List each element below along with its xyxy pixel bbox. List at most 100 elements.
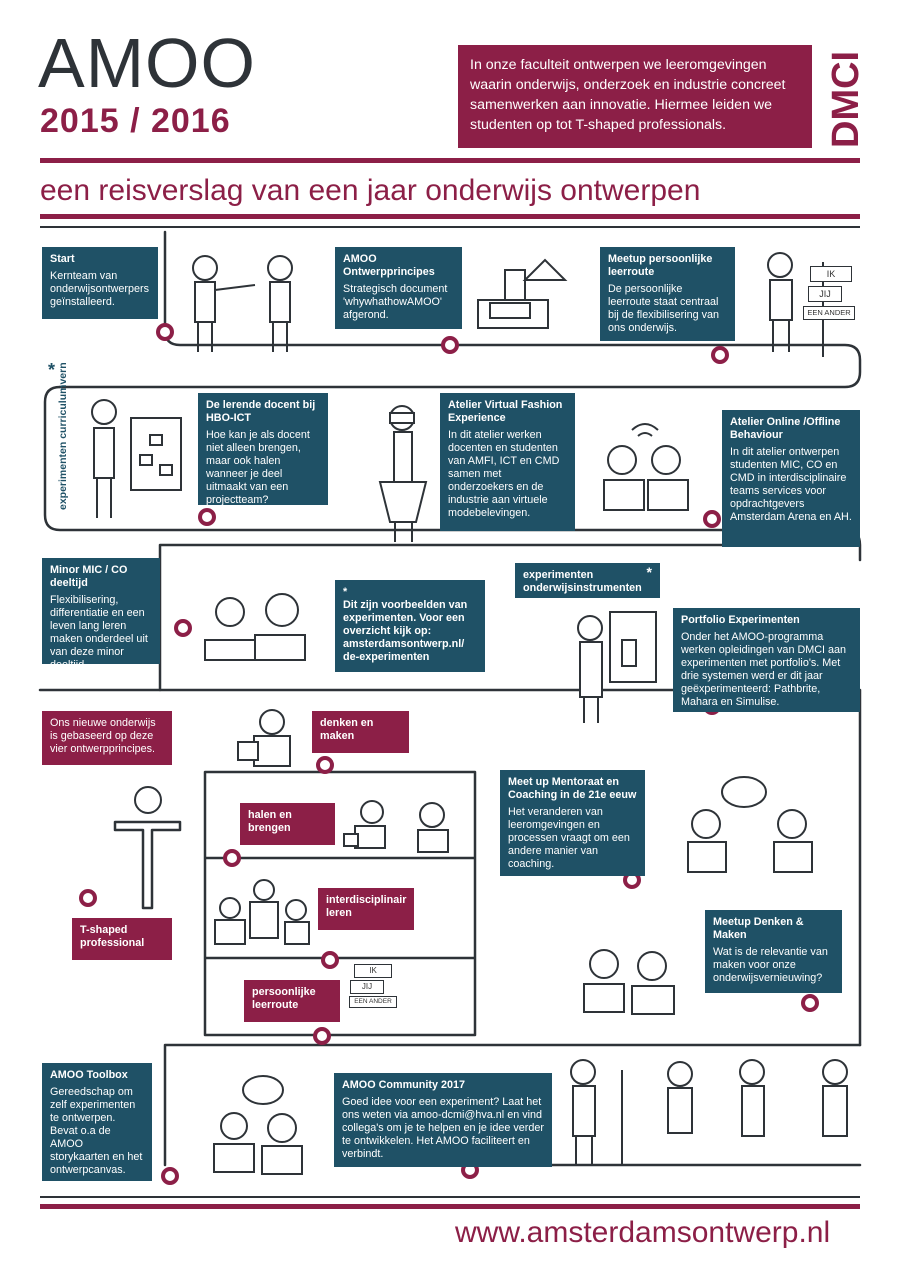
- header-rule: [40, 158, 860, 163]
- card-mentor-body: Het veranderen van leeromgevingen en pro…: [508, 806, 630, 870]
- figures-dm: [583, 949, 675, 1015]
- stop-tshaped: [79, 889, 97, 907]
- stop-dm: [801, 994, 819, 1012]
- card-principles-body: Strategisch document 'whywhathowAMOO' af…: [343, 283, 448, 321]
- card-tshaped: T-shaped professional: [72, 918, 172, 960]
- road-row-5: [163, 1043, 862, 1167]
- card-minor-heading: Minor MIC / CO deeltijd: [50, 564, 128, 589]
- figures-toolbox: [213, 1075, 303, 1175]
- card-halen: halen en brengen: [240, 803, 335, 845]
- card-inter-heading: interdisciplinair leren: [326, 894, 407, 919]
- card-minor-body: Flexibilisering, differentiatie en een l…: [50, 594, 148, 671]
- card-instr: experimenten onderwijsinstrumenten *: [515, 563, 660, 598]
- card-examples-heading: Dit zijn voorbeelden van experimenten. V…: [343, 599, 468, 663]
- signpost-ik-2: IK: [354, 964, 392, 978]
- card-instr-heading: experimenten onderwijsinstrumenten: [523, 569, 642, 594]
- card-instr-star: *: [646, 564, 652, 580]
- card-mentor: Meet up Mentoraat en Coaching in de 21e …: [500, 770, 645, 876]
- stop-minor: [174, 619, 192, 637]
- dmci-logo: DMCI: [825, 51, 867, 148]
- subtitle-rule: [40, 214, 860, 219]
- stop-toolbox: [161, 1167, 179, 1185]
- card-meetup-route-heading: Meetup persoonlijke leerroute: [608, 253, 713, 278]
- signpost-jij: JIJ: [808, 286, 842, 302]
- t-shape: [113, 820, 182, 910]
- figures-reading: [204, 593, 306, 661]
- stop-halen: [223, 849, 241, 867]
- page-title: AMOO: [38, 24, 256, 102]
- side-label-star: *: [48, 362, 55, 380]
- subtitle: een reisverslag van een jaar onderwijs o…: [40, 174, 701, 207]
- card-toolbox-body: Gereedschap om zelf experimenten te ontw…: [50, 1086, 143, 1176]
- card-fashion: Atelier Virtual Fashion Experience In di…: [440, 393, 575, 531]
- card-start: Start Kernteam van onderwijsontwerpers g…: [42, 247, 158, 319]
- figures-halen: [343, 800, 449, 853]
- stop-denken: [316, 756, 334, 774]
- figures-inter: [214, 879, 310, 945]
- card-mentor-heading: Meet up Mentoraat en Coaching in de 21e …: [508, 776, 637, 801]
- card-inter: interdisciplinair leren: [318, 888, 414, 930]
- subtitle-rule-thin: [40, 226, 860, 228]
- blocks-illustration: [477, 258, 568, 329]
- year-label: 2015 / 2016: [40, 102, 231, 140]
- card-leerroute-heading: persoonlijke leerroute: [252, 986, 316, 1011]
- card-examples-star: *: [343, 586, 348, 598]
- card-community: AMOO Community 2017 Goed idee voor een e…: [334, 1073, 552, 1167]
- card-online-body: In dit atelier ontwerpen studenten MIC, …: [730, 446, 852, 523]
- side-label-text: experimenten curriculumvernieuwing: [57, 362, 69, 510]
- card-meetup-route-body: De persoonlijke leerroute staat centraal…: [608, 283, 720, 334]
- card-principles: AMOO Ontwerpprincipes Strategisch docume…: [335, 247, 462, 329]
- card-community-body: Goed idee voor een experiment? Laat het …: [342, 1096, 544, 1160]
- figure-docent: [91, 399, 182, 518]
- card-toolbox-heading: AMOO Toolbox: [50, 1069, 128, 1081]
- stop-principles: [441, 336, 459, 354]
- figure-denken: [237, 709, 291, 767]
- stop-online: [703, 510, 721, 528]
- footer-url: www.amsterdamsontwerp.nl: [455, 1216, 831, 1249]
- card-portfolio-body: Onder het AMOO-programma werken opleidin…: [681, 631, 847, 708]
- footer-rule: [40, 1204, 860, 1209]
- figure-tshape-head: [134, 786, 162, 814]
- intro-text: In onze faculteit ontwerpen we leeromgev…: [458, 45, 812, 148]
- card-community-heading: AMOO Community 2017: [342, 1079, 465, 1091]
- stop-start: [156, 323, 174, 341]
- stop-leerroute: [313, 1027, 331, 1045]
- card-dm-body: Wat is de relevantie van maken voor onze…: [713, 946, 828, 984]
- stop-inter: [321, 951, 339, 969]
- card-docent-heading: De lerende docent bij HBO-ICT: [206, 399, 316, 424]
- card-docent: De lerende docent bij HBO-ICT Hoe kan je…: [198, 393, 328, 506]
- card-minor: Minor MIC / CO deeltijd Flexibilisering,…: [42, 558, 160, 671]
- figures-start: [192, 255, 293, 352]
- road-row-1: [58, 230, 862, 389]
- card-dm-heading: Meetup Denken & Maken: [713, 916, 804, 941]
- figures-community: [570, 1059, 848, 1166]
- card-portfolio: Portfolio Experimenten Onder het AMOO-pr…: [673, 608, 860, 712]
- card-halen-heading: halen en brengen: [248, 809, 292, 834]
- card-docent-body: Hoe kan je als docent niet alleen brenge…: [206, 429, 310, 506]
- card-portfolio-heading: Portfolio Experimenten: [681, 614, 800, 626]
- card-toolbox: AMOO Toolbox Gereedschap om zelf experim…: [42, 1063, 152, 1181]
- card-principles-heading: AMOO Ontwerpprincipes: [343, 253, 435, 278]
- stop-docent: [198, 508, 216, 526]
- card-meetup-route: Meetup persoonlijke leerroute De persoon…: [600, 247, 735, 341]
- side-label-curriculum: * experimenten curriculumvernieuwing: [48, 362, 69, 510]
- signpost-een-ander: EEN ANDER: [803, 306, 855, 320]
- figures-online: [603, 423, 689, 511]
- card-examples: * Dit zijn voorbeelden van experimenten.…: [335, 580, 485, 672]
- card-online: Atelier Online /Offline Behaviour In dit…: [722, 410, 860, 547]
- card-dm: Meetup Denken & Maken Wat is de relevant…: [705, 910, 842, 993]
- card-fashion-heading: Atelier Virtual Fashion Experience: [448, 399, 563, 424]
- principle-frame: [203, 770, 477, 1037]
- card-online-heading: Atelier Online /Offline Behaviour: [730, 416, 841, 441]
- card-tshaped-heading: T-shaped professional: [80, 924, 145, 949]
- card-denken-heading: denken en maken: [320, 717, 374, 742]
- signpost-ik: IK: [810, 266, 852, 282]
- dmci-logo-text: DMCI: [825, 51, 867, 148]
- figures-mentor: [687, 776, 813, 873]
- card-fashion-body: In dit atelier werken docenten en studen…: [448, 429, 560, 519]
- figure-portfolio: [577, 611, 657, 723]
- card-new-education-body: Ons nieuwe onderwijs is gebaseerd op dez…: [50, 717, 156, 755]
- figure-meetup: [767, 252, 824, 357]
- signpost-een-ander-2: EEN ANDER: [349, 996, 397, 1008]
- card-start-body: Kernteam van onderwijsontwerpers geïnsta…: [50, 270, 150, 308]
